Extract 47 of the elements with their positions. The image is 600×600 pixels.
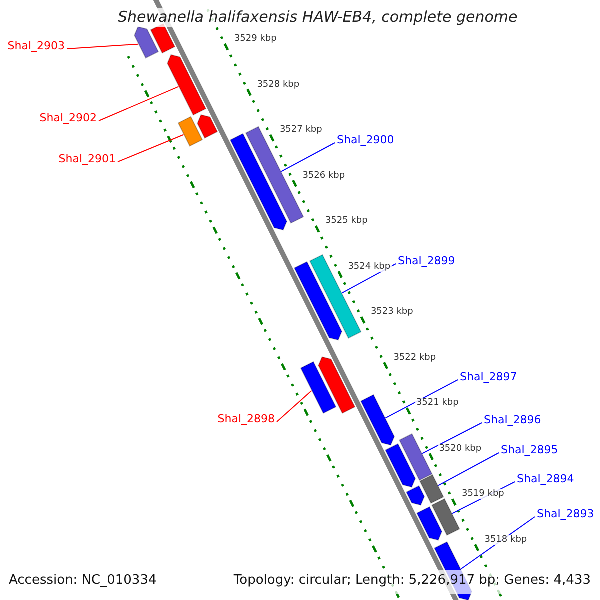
gene-feature	[384, 443, 416, 488]
tick-label: 3529 kbp	[233, 34, 278, 44]
gene-feature	[360, 394, 396, 446]
tick-label: 3525 kbp	[324, 216, 369, 226]
gene-feature	[300, 361, 337, 414]
gene-label: Shal_2901	[58, 154, 116, 166]
tick-label: 3519 kbp	[460, 489, 506, 500]
gene-feature	[294, 261, 342, 341]
gene-feature	[178, 116, 204, 147]
gene-feature	[167, 54, 207, 116]
tick-label: 3521 kbp	[415, 398, 460, 408]
gene-feature	[197, 114, 218, 139]
gene-feature	[406, 485, 426, 506]
tick-label: 3522 kbp	[392, 352, 438, 363]
gene-label: Shal_2898	[218, 414, 275, 426]
gene-label: Shal_2895	[501, 444, 558, 458]
tick-label: 3527 kbp	[278, 125, 324, 136]
gene-feature	[398, 433, 433, 482]
gene-label: Shal_2894	[517, 474, 574, 486]
gene-label: Shal_2893	[537, 508, 594, 522]
gene-feature	[134, 26, 160, 59]
gene-label: Shal_2903	[8, 40, 65, 54]
gene-label: Shal_2900	[337, 134, 394, 148]
tick-label: 3528 kbp	[256, 80, 301, 90]
tick-label: 3526 kbp	[302, 170, 346, 181]
gene-label: Shal_2897	[460, 372, 518, 384]
leader-line	[118, 134, 184, 162]
gene-label: Shal_2896	[484, 414, 542, 428]
leader-line	[438, 452, 500, 486]
gene-label: Shal_2902	[40, 112, 97, 126]
tick-label: 3523 kbp	[370, 307, 414, 318]
gene-feature	[318, 356, 356, 414]
gene-feature	[432, 498, 460, 536]
genome-info-text: Topology: circular; Length: 5,226,917 bp; Genes: 4,433	[234, 574, 591, 589]
gene-feature	[230, 133, 288, 231]
leader-line	[385, 380, 458, 419]
leader-line	[276, 390, 312, 422]
tick-label: 3520 kbp	[438, 444, 483, 454]
accession-text: Accession: NC_010334	[9, 574, 157, 589]
gene-feature	[416, 506, 443, 541]
leader-line	[422, 422, 482, 454]
gene-feature	[419, 474, 444, 504]
tick-label: 3524 kbp	[347, 262, 392, 272]
gene-label: Shal_2899	[398, 256, 456, 268]
tick-label: 3518 kbp	[484, 534, 528, 545]
leader-line	[98, 86, 180, 122]
gene-feature	[245, 126, 304, 224]
